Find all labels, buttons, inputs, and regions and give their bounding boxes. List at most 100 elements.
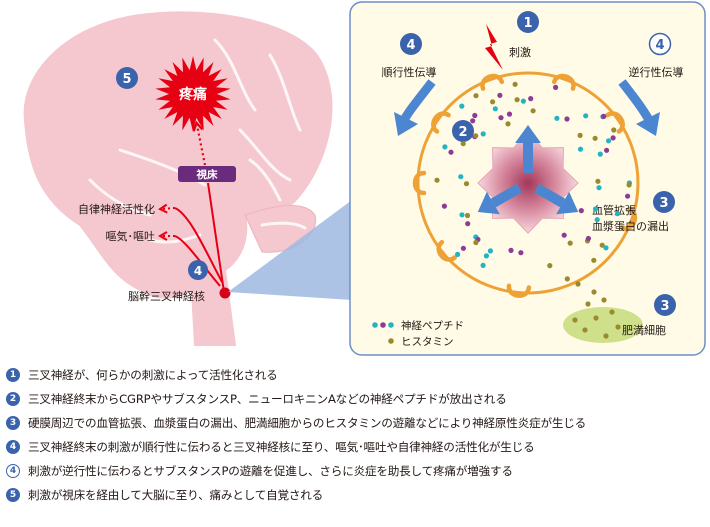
peptide-dot: [528, 96, 534, 102]
nerve-terminal: [431, 111, 451, 134]
peptide-dot: [606, 138, 612, 144]
peptide-dot: [460, 245, 466, 251]
orthodromic-arrowhead: [394, 112, 418, 136]
key-histamine-dot: [388, 338, 394, 344]
antidromic-arrowhead: [636, 112, 660, 136]
peptide-dot: [520, 98, 527, 104]
peptide-dot: [577, 132, 583, 138]
legend-item-5: 4 刺激が逆行性に伝わるとサブスタンスPの遊離を促進し、さらに炎症を助長して疼痛…: [6, 459, 706, 483]
legend-badge-3: 3: [6, 416, 20, 430]
nerve-terminal: [551, 73, 576, 91]
peptide-dot: [460, 141, 466, 147]
nerve-terminals: [412, 73, 638, 298]
peptide-dot: [459, 212, 465, 218]
histamine-dot: [603, 333, 609, 339]
neuropeptide-particles: [434, 81, 633, 282]
step-2-badge: [452, 120, 474, 142]
legend-item-3: 3 硬膜周辺での血管拡張、血漿蛋白の漏出、肥満細胞からのヒスタミンの遊離などによ…: [6, 411, 706, 435]
peptide-dot: [610, 135, 616, 141]
blood-vessel: [477, 132, 579, 234]
legend-badge-6: 5: [6, 488, 20, 502]
legend-item-1: 1 三叉神経が、何らかの刺激によって活性化される: [6, 363, 706, 387]
nerve-terminal: [412, 170, 427, 196]
nerve-terminal: [436, 239, 457, 262]
peptide-dot: [458, 174, 464, 180]
peptide-dot: [611, 127, 617, 133]
nerve-terminal: [605, 111, 625, 134]
peptide-dot: [595, 178, 601, 184]
histamine-dot: [575, 281, 581, 287]
peptide-dot: [577, 146, 584, 152]
peptide-dot: [480, 262, 486, 268]
key-peptide-dot-3: [388, 322, 394, 328]
peptide-dot: [498, 115, 504, 121]
peptide-dot: [553, 84, 559, 90]
step-5-number: 5: [122, 72, 131, 87]
key-peptide-label: 神経ペプチド: [401, 319, 464, 332]
histamine-dot: [601, 297, 607, 303]
peptide-dot: [441, 203, 447, 209]
peptide-dot: [625, 193, 631, 199]
peptide-dot: [472, 112, 478, 119]
peptide-dot: [514, 97, 520, 103]
step-1-number: 1: [523, 16, 532, 31]
thalamus-to-cortex-path: [192, 120, 207, 166]
mast-cell-label: 肥満細胞: [622, 324, 666, 337]
legend-text-2: 三叉神経終末からCGRPやサブスタンスP、ニューロキニンAなどの神経ペプチドが放…: [28, 392, 507, 406]
nerve-terminal: [480, 73, 505, 91]
diffusion-arrows: [477, 125, 579, 215]
mast-cell-granules: [572, 281, 621, 339]
legend-item-4: 4 三叉神経終末の刺激が順行性に伝わると三叉神経核に至り、嘔気･嘔吐や自律神経の…: [6, 435, 706, 459]
step-3-badge-mast: [654, 294, 676, 316]
step-4-number-brain: 4: [194, 264, 202, 278]
peptide-dot: [459, 103, 465, 109]
histamine-dot: [585, 301, 591, 307]
thalamus-label: 視床: [196, 168, 218, 181]
peptide-dot: [554, 115, 560, 121]
peptide-dot: [473, 133, 479, 139]
stimulus-label: 刺激: [509, 45, 531, 59]
peptide-dot: [592, 206, 599, 212]
peptide-dot: [518, 250, 524, 256]
peptide-dot: [597, 151, 603, 157]
peptide-dot: [465, 221, 471, 227]
peptide-dot: [487, 248, 493, 254]
step-3-number-mast: 3: [660, 299, 669, 314]
peptide-dot: [564, 276, 570, 282]
step-4-badge-brain: [188, 260, 208, 280]
vasodilation-label: 血管拡張: [592, 203, 636, 217]
peptide-dot: [434, 177, 440, 183]
step-4-badge-antidromic: [648, 32, 672, 56]
legend-text-3: 硬膜周辺での血管拡張、血漿蛋白の漏出、肥満細胞からのヒスタミンの遊離などにより神…: [28, 416, 587, 430]
nerve-terminal: [620, 206, 638, 231]
legend-text-4: 三叉神経終末の刺激が順行性に伝わると三叉神経核に至り、嘔気･嘔吐や自律神経の活性…: [28, 440, 535, 454]
step-3-badge-vessel: [653, 191, 675, 213]
peptide-dot: [470, 118, 476, 124]
peptide-dot: [530, 108, 536, 114]
legend: 1 三叉神経が、何らかの刺激によって活性化される 2 三叉神経終末からCGRPや…: [6, 363, 706, 507]
histamine-dot: [615, 324, 621, 330]
legend-text-6: 刺激が視床を経由して大脳に至り、痛みとして自覚される: [28, 488, 324, 502]
peptide-dot: [492, 106, 498, 112]
legend-item-6: 5 刺激が視床を経由して大脳に至り、痛みとして自覚される: [6, 483, 706, 507]
peptide-dot: [561, 232, 567, 238]
peptide-dot: [473, 239, 479, 246]
key-histamine-label: ヒスタミン: [401, 336, 454, 348]
zoom-wedge: [228, 200, 352, 300]
peptide-dot: [508, 247, 514, 253]
mast-cell: [563, 307, 643, 343]
peptide-dot: [480, 131, 486, 137]
peptide-dot: [591, 257, 597, 263]
peptide-dot: [455, 251, 461, 257]
peptide-dot: [615, 211, 621, 217]
peptide-dot: [601, 113, 607, 119]
legend-text-5: 刺激が逆行性に伝わるとサブスタンスPの遊離を促進し、さらに炎症を助長して疼痛が増…: [28, 464, 513, 478]
peptide-dot: [490, 99, 496, 105]
step-4-number-antidromic: 4: [655, 38, 664, 53]
peptide-dot: [464, 212, 471, 219]
peptide-dot: [564, 116, 570, 122]
trigeminovascular-diagram: 疼痛 5 視床 自律神経活性化 嘔気･嘔吐 4 脳幹三叉神経核: [23, 1, 706, 356]
peptide-dot: [592, 135, 598, 141]
lightning-icon: [485, 24, 503, 70]
peptide-dot: [596, 185, 602, 191]
